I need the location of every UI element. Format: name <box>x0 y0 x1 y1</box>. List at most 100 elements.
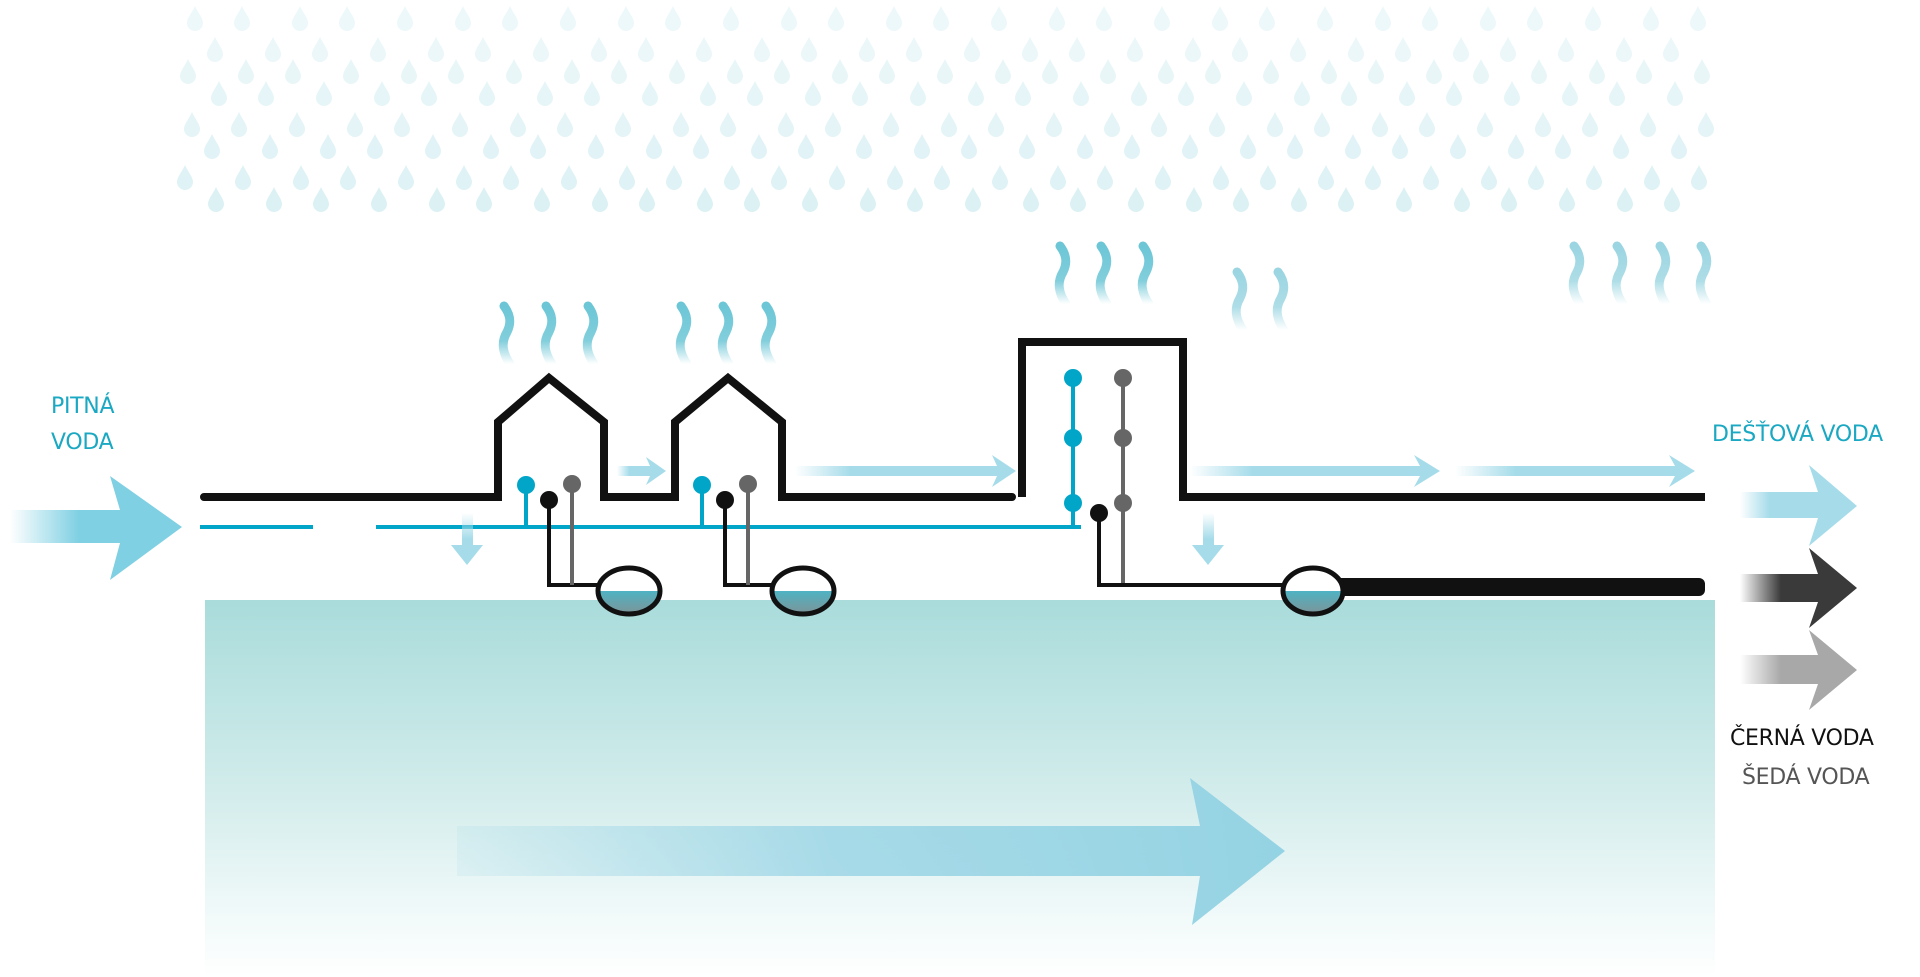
rain-drop-icon <box>1050 165 1066 190</box>
rain-water-label: DEŠŤOVÁ VODA <box>1712 422 1883 447</box>
rain-drop-icon <box>1691 165 1707 190</box>
grey-water-outlet <box>1114 369 1132 387</box>
rain-drop-icon <box>1070 187 1086 212</box>
rain-drop-icon <box>1446 81 1462 106</box>
black-water-outlet <box>1090 504 1108 522</box>
rain-drop-icon <box>503 165 519 190</box>
rain-drop-icon <box>235 165 251 190</box>
rain-drop-icon <box>1422 6 1438 31</box>
rain-drop-icon <box>1015 81 1031 106</box>
rain-drop-icon <box>991 6 1007 31</box>
rain-drop-icon <box>907 187 923 212</box>
rain-drop-icon <box>1698 112 1714 137</box>
rain-drop-icon <box>965 187 981 212</box>
rain-drop-icon <box>1535 112 1551 137</box>
rain-drop-icon <box>340 165 356 190</box>
rain-drop-icon <box>1131 81 1147 106</box>
rain-drop-icon <box>1585 6 1601 31</box>
rain-drop-icon <box>859 37 875 62</box>
drinking-water-tap <box>517 476 535 494</box>
rain-water-legend-arrow <box>1740 465 1857 546</box>
rain-drop-icon <box>1240 134 1256 159</box>
rain-drop-icon <box>747 81 763 106</box>
rain-drop-icon <box>879 59 895 84</box>
rain-drop-icon <box>1667 81 1683 106</box>
rain-drop-icon <box>510 112 526 137</box>
rain-drop-icon <box>421 81 437 106</box>
drinking-water-tap <box>693 476 711 494</box>
rain-drop-icon <box>778 112 794 137</box>
rain-drop-icon <box>530 134 546 159</box>
drinking-water-tap <box>1064 429 1082 447</box>
rain-drops-field <box>177 6 1714 212</box>
rain-drop-icon <box>394 112 410 137</box>
rain-drop-icon <box>1419 112 1435 137</box>
rain-drop-icon <box>1022 37 1038 62</box>
rain-drop-icon <box>591 37 607 62</box>
rain-drop-icon <box>285 59 301 84</box>
rain-drop-icon <box>1375 6 1391 31</box>
rain-drop-icon <box>452 112 468 137</box>
rain-drop-icon <box>1586 165 1602 190</box>
rain-drop-icon <box>1558 37 1574 62</box>
rain-drop-icon <box>1372 112 1388 137</box>
drinking-water-label-line1: PITNÁ <box>51 394 115 419</box>
rain-drop-icon <box>802 187 818 212</box>
rain-drop-icon <box>560 6 576 31</box>
rain-drop-icon <box>1023 187 1039 212</box>
black-water-outlet <box>716 491 734 509</box>
rain-drop-icon <box>1531 59 1547 84</box>
rain-drop-icon <box>1096 6 1112 31</box>
rain-drop-icon <box>429 187 445 212</box>
rain-drop-icon <box>293 165 309 190</box>
rain-drop-icon <box>401 59 417 84</box>
wave-icon <box>722 306 729 364</box>
rain-drop-icon <box>1473 59 1489 84</box>
rain-drop-icon <box>343 59 359 84</box>
rain-drop-icon <box>860 187 876 212</box>
rain-drop-icon <box>1128 187 1144 212</box>
rain-drop-icon <box>906 37 922 62</box>
rain-drop-icon <box>1046 112 1062 137</box>
ground-soil <box>205 600 1715 977</box>
rain-drop-icon <box>1151 112 1167 137</box>
rain-drop-icon <box>941 112 957 137</box>
rain-drop-icon <box>964 37 980 62</box>
rain-drop-icon <box>1559 187 1575 212</box>
rain-drop-icon <box>479 81 495 106</box>
grey-water-outlet <box>739 475 757 493</box>
rain-drop-icon <box>1019 134 1035 159</box>
rain-drop-icon <box>1042 59 1058 84</box>
wave-icon <box>1142 246 1149 304</box>
rain-drop-icon <box>371 187 387 212</box>
rain-drop-icon <box>506 59 522 84</box>
rain-drop-icon <box>1097 165 1113 190</box>
rain-drop-icon <box>669 59 685 84</box>
rain-drop-icon <box>1453 37 1469 62</box>
rain-drop-icon <box>1267 112 1283 137</box>
rain-drop-icon <box>397 6 413 31</box>
drinking-water-inflow-arrow <box>10 476 182 580</box>
rain-drop-icon <box>1341 81 1357 106</box>
rain-drop-icon <box>805 81 821 106</box>
black-water-sewer <box>1330 578 1705 596</box>
rain-drop-icon <box>1205 59 1221 84</box>
wave-icon <box>545 306 552 364</box>
rain-surface-arrows <box>451 455 1695 565</box>
drinking-water-tap <box>1064 494 1082 512</box>
rain-drop-icon <box>1528 165 1544 190</box>
rain-flow-arrow <box>1190 455 1440 487</box>
rain-drop-icon <box>1671 134 1687 159</box>
grey-water-label: ŠEDÁ VODA <box>1742 765 1870 790</box>
wave-icon <box>1659 246 1666 304</box>
rain-drop-icon <box>1664 187 1680 212</box>
rain-drop-icon <box>798 134 814 159</box>
rain-drop-icon <box>828 6 844 31</box>
rain-drop-icon <box>398 165 414 190</box>
rain-drop-icon <box>266 187 282 212</box>
rain-drop-icon <box>313 187 329 212</box>
wave-icon <box>503 306 510 364</box>
rain-drop-icon <box>887 165 903 190</box>
rain-drop-icon <box>1477 112 1493 137</box>
